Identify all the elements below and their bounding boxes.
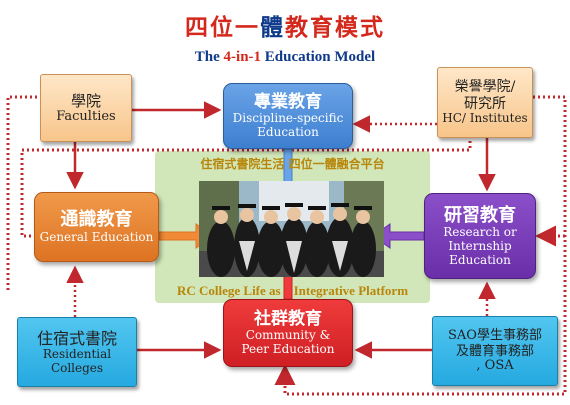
residential-en-line-1: Residential <box>42 346 112 361</box>
residential-colleges-box: 住宿式書院 Residential Colleges <box>17 317 137 387</box>
title-zh-part-3: 教育模式 <box>285 14 385 41</box>
residential-zh-label: 住宿式書院 <box>36 328 117 348</box>
diagram-title-english: The 4-in-1 Education Model <box>0 49 570 66</box>
research-en-line-3: Education <box>449 252 511 267</box>
faculties-box: 學院 Faculties <box>40 74 132 142</box>
title-en-part-3: Education Model <box>261 49 376 65</box>
hc-en-label: HC/ Institutes <box>442 111 528 126</box>
community-en-line-2: Peer Education <box>241 342 335 357</box>
title-zh-part-1: 四位一 <box>185 14 260 41</box>
faculties-en-label: Faculties <box>56 108 116 124</box>
general-zh-label: 通識教育 <box>60 209 133 231</box>
graduates-photo <box>199 181 384 277</box>
discipline-en-line-1: Discipline-specific <box>232 111 344 126</box>
outer-loop-top <box>6 95 40 290</box>
platform-top-label: 住宿式書院生活 四位一體融合平台 <box>200 157 385 171</box>
sao-zh-line-2: 及體育事務部 <box>455 343 534 359</box>
faculties-zh-label: 學院 <box>70 91 101 110</box>
community-en-line-1: Community & <box>245 328 331 343</box>
hc-zh-line-1: 榮譽學院/ <box>454 78 516 95</box>
residential-en-line-2: Colleges <box>50 360 104 375</box>
sao-zh-line-1: SAO學生事務部 <box>448 327 542 343</box>
outer-loop-top-right <box>274 95 567 396</box>
general-education-box: 通識教育 General Education <box>34 192 159 262</box>
discipline-zh-label: 專業教育 <box>254 92 322 112</box>
community-education-box: 社群教育 Community & Peer Education <box>223 299 353 367</box>
community-zh-label: 社群教育 <box>254 309 322 329</box>
sao-en-label: , OSA <box>476 358 514 374</box>
inner-loop <box>20 122 472 238</box>
title-zh-part-2: 體 <box>260 14 285 41</box>
general-en-label: General Education <box>39 229 154 244</box>
diagram-title-chinese: 四位一體教育模式 <box>0 8 570 42</box>
hc-zh-line-2: 研究所 <box>464 95 506 112</box>
title-en-part-2: 4-in-1 <box>223 49 262 65</box>
research-education-box: 研習教育 Research or Internship Education <box>424 193 536 279</box>
research-en-line-2: Internship <box>448 238 512 253</box>
sao-osa-box: SAO學生事務部 及體育事務部 , OSA <box>432 316 558 386</box>
title-en-part-1: The <box>194 49 224 65</box>
discipline-en-line-2: Education <box>257 125 319 140</box>
hc-institutes-box: 榮譽學院/ 研究所 HC/ Institutes <box>437 67 533 138</box>
platform-bottom-label: RC College Life as Integrative Platform <box>176 283 409 298</box>
research-en-line-1: Research or <box>443 225 517 240</box>
research-zh-label: 研習教育 <box>444 204 516 226</box>
discipline-education-box: 專業教育 Discipline-specific Education <box>223 83 353 149</box>
